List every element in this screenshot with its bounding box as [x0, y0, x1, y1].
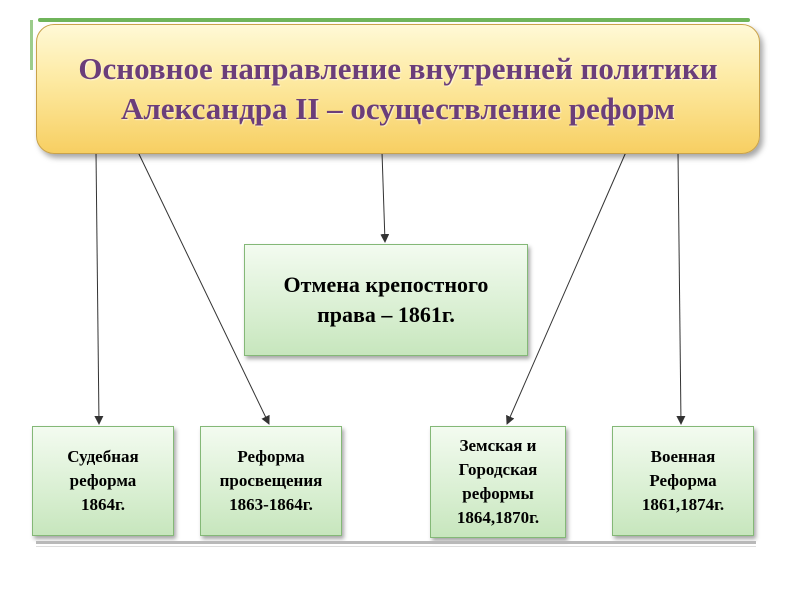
military-reform-line-1: Военная: [650, 447, 716, 466]
serfdom-abolition-line-1: Отмена крепостного: [283, 272, 489, 297]
arrow-to-zemstvo-reform: [506, 151, 627, 425]
military-reform-line-3: 1861,1874г.: [641, 495, 725, 514]
serfdom-abolition-box: Отмена крепостного права – 1861г.: [244, 244, 528, 356]
judicial-reform-line-1: Судебная: [67, 447, 139, 466]
diagram-title: Основное направление внутренней политики…: [78, 51, 718, 126]
top-accent-bar: [38, 18, 750, 22]
zemstvo-reform-box: Земская и Городская реформы 1864,1870г.: [430, 426, 566, 538]
military-reform-line-2: Реформа: [649, 471, 717, 490]
education-reform-line-2: просвещения: [219, 471, 323, 490]
education-reform-text: Реформа просвещения 1863-1864г.: [202, 445, 340, 517]
serfdom-abolition-text: Отмена крепостного права – 1861г.: [256, 270, 516, 330]
zemstvo-reform-line-1: Земская и: [459, 436, 537, 455]
zemstvo-reform-text: Земская и Городская реформы 1864,1870г.: [432, 434, 564, 530]
arrow-to-military-reform: [676, 151, 686, 425]
arrow-to-education-reform: [137, 151, 270, 425]
judicial-reform-line-2: реформа: [69, 471, 137, 490]
education-reform-line-1: Реформа: [237, 447, 305, 466]
zemstvo-reform-line-3: реформы: [462, 484, 534, 503]
left-accent-bar: [30, 20, 33, 70]
zemstvo-reform-line-2: Городская: [458, 460, 538, 479]
arrow-to-center-box: [380, 151, 390, 243]
zemstvo-reform-line-4: 1864,1870г.: [456, 508, 540, 527]
military-reform-text: Военная Реформа 1861,1874г.: [619, 445, 747, 517]
serfdom-abolition-line-2: права – 1861г.: [317, 302, 455, 327]
arrow-to-judicial-reform: [94, 151, 104, 425]
bottom-divider-shadow: [36, 546, 756, 547]
military-reform-box: Военная Реформа 1861,1874г.: [612, 426, 754, 536]
bottom-divider: [36, 541, 756, 544]
judicial-reform-box: Судебная реформа 1864г.: [32, 426, 174, 536]
judicial-reform-text: Судебная реформа 1864г.: [43, 445, 163, 517]
education-reform-box: Реформа просвещения 1863-1864г.: [200, 426, 342, 536]
judicial-reform-line-3: 1864г.: [80, 495, 126, 514]
title-box: Основное направление внутренней политики…: [36, 24, 760, 154]
education-reform-line-3: 1863-1864г.: [229, 495, 313, 514]
